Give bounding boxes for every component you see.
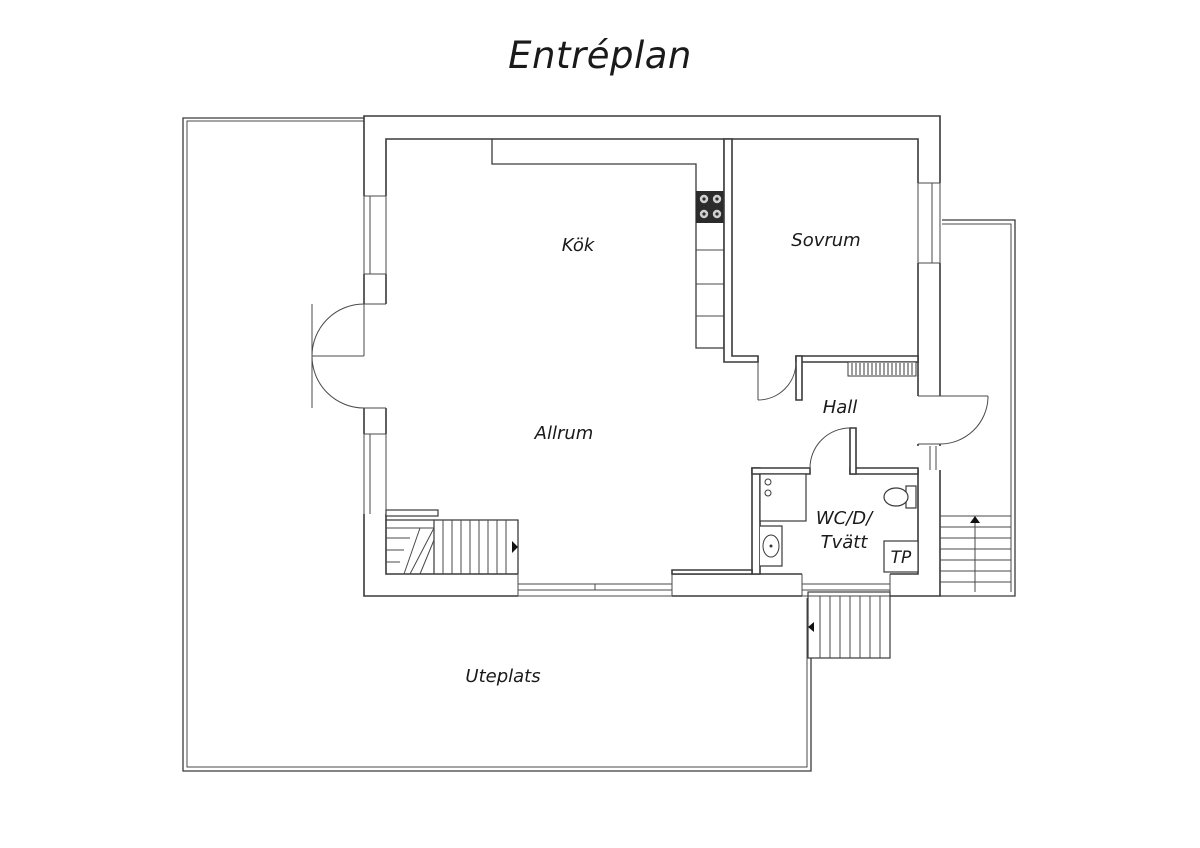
partition-wall [671, 569, 753, 575]
room-label-hall: Hall [823, 397, 858, 418]
area-label-uteplats: Uteplats [465, 666, 540, 687]
wall-openings [362, 182, 942, 598]
stove-icon [696, 191, 724, 223]
bedroom-door [757, 361, 797, 401]
entrance-stairs [807, 591, 891, 659]
entrance-door [939, 395, 989, 445]
side-stairs [940, 515, 1011, 592]
room-label-tvatt: Tvätt [821, 532, 869, 553]
dryer-box [883, 540, 919, 573]
room-label-wc: WC/D/ [816, 508, 874, 529]
terrace-outline [182, 117, 812, 772]
room-label-allrum: Allrum [534, 423, 594, 444]
toilet-icon [883, 485, 917, 509]
wardrobe [847, 361, 917, 377]
terrace-double-door [311, 303, 365, 409]
side-deck [940, 219, 1016, 597]
wc-walls [751, 427, 919, 575]
dryer-label: TP [891, 548, 912, 568]
internal-staircase [385, 509, 519, 575]
plan-title: Entréplan [508, 34, 692, 77]
kitchen-counter [491, 139, 725, 349]
bedroom-walls [723, 138, 919, 401]
washbasin-icon [760, 525, 783, 567]
room-label-kok: Kök [562, 235, 596, 256]
wc-door [809, 427, 851, 470]
shower [759, 473, 807, 522]
room-label-sovrum: Sovrum [791, 230, 860, 251]
